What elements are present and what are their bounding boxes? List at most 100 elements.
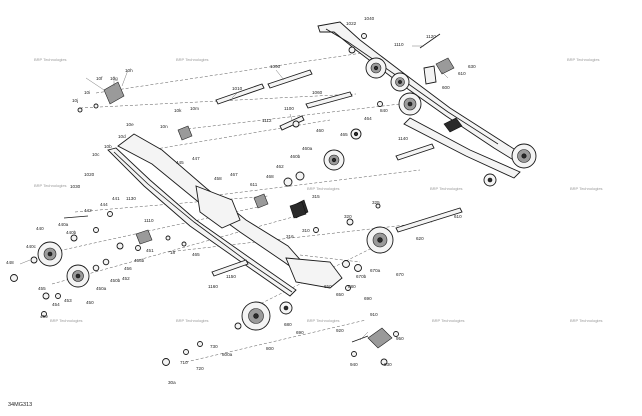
callout: 670b [356, 274, 367, 279]
washer-452 [102, 258, 110, 266]
washer-670b [342, 260, 350, 268]
washer-670a [354, 264, 362, 272]
washer-455 [42, 292, 50, 300]
bracket-600 [423, 65, 437, 85]
callout: 440 [36, 226, 44, 231]
callout: 610 [454, 214, 462, 219]
callout: 800a [222, 352, 233, 357]
shafts [63, 69, 463, 277]
bolt-316 [313, 227, 319, 233]
callout: 1112 [262, 118, 272, 123]
callout: 620 [416, 236, 424, 241]
bolt-465 [181, 241, 187, 247]
callout: 910 [370, 312, 378, 317]
callout: 710 [180, 360, 188, 365]
callout: 690 [296, 330, 304, 335]
callout: 10m [190, 106, 199, 111]
callout: 1010 [232, 86, 243, 91]
callout: 1160 [208, 284, 218, 289]
rail-wheel-large [398, 92, 422, 116]
nut-453 [55, 293, 61, 299]
callout: 690 [364, 296, 372, 301]
bolt-1120 [419, 33, 441, 49]
callout: 325 [372, 200, 380, 205]
callout: 450 [86, 300, 94, 305]
callout: 30a [168, 380, 176, 385]
callout: 610 [458, 71, 466, 76]
washer-462 [283, 177, 293, 187]
callout: 600 [442, 85, 450, 90]
callout: 1130 [126, 196, 136, 201]
callout: 1110 [394, 42, 404, 47]
rail-mount-bracket [195, 185, 241, 229]
callout: 1022 [346, 21, 357, 26]
wheel-465 [350, 128, 362, 140]
bolt-30a [162, 358, 170, 366]
wheels [37, 128, 394, 331]
callout: 10n [160, 124, 168, 129]
washer-442 [93, 227, 99, 233]
callout: 320 [344, 214, 352, 219]
bolt-10j [93, 103, 99, 109]
callout: 650 [336, 292, 344, 297]
bracket-910 [367, 327, 393, 349]
watermark: BRP Technologies [570, 186, 603, 191]
shaft-1010 [215, 83, 265, 105]
watermark: BRP Technologies [34, 57, 67, 62]
callout: 680 [284, 322, 292, 327]
rail-wheel-middle [390, 72, 410, 92]
callout: 440b [66, 230, 77, 235]
callout: 465 [340, 132, 348, 137]
callout: 468 [266, 174, 274, 179]
callout: 1110 [144, 218, 154, 223]
washer-459 [41, 311, 47, 317]
small-parts [10, 33, 399, 366]
block-611 [253, 193, 269, 209]
callout: 880 [348, 284, 356, 289]
callout: 630 [468, 64, 476, 69]
callout: 1100 [284, 106, 294, 111]
washer-1040 [361, 33, 367, 39]
callout: 1140 [398, 136, 408, 141]
callout: 670a [370, 268, 381, 273]
block-441 [135, 229, 153, 245]
callout: 950 [396, 336, 404, 341]
nut-448 [10, 274, 18, 282]
figure-code: 34MG313 [8, 402, 32, 408]
callout: 454 [52, 302, 60, 307]
callout: 452 [122, 276, 130, 281]
block-10k [177, 125, 193, 141]
washer-443 [30, 256, 38, 264]
shaft-1150 [211, 259, 249, 277]
callout: 462 [276, 164, 284, 169]
callout: 459 [40, 314, 48, 319]
watermark-layer: BRP Technologies BRP Technologies BRP Te… [34, 57, 603, 323]
wheel-440 [37, 241, 63, 267]
callout: 730 [210, 344, 218, 349]
bolt-950 [393, 331, 399, 337]
shaft-620 [395, 207, 463, 233]
callout: 800 [266, 346, 274, 351]
washer-450b [92, 264, 100, 272]
callout: 453 [64, 298, 72, 303]
rail-lower-strip [107, 147, 297, 297]
watermark: BRP Technologies [307, 318, 340, 323]
callout: 460 [316, 128, 324, 133]
bolt-650 [345, 285, 351, 291]
callout: 310 [302, 228, 310, 233]
watermark: BRP Technologies [176, 318, 209, 323]
bushing-1112 [292, 120, 300, 128]
callout-labels: 1022 1040 1110 1120 610 630 600 10f 10g … [6, 16, 476, 385]
watermark: BRP Technologies [307, 186, 340, 191]
callout: 840 [380, 108, 388, 113]
bolt-325 [375, 203, 381, 209]
upper-rail-assembly [317, 21, 537, 187]
callout: 10d [118, 134, 126, 139]
callout: 447 [192, 156, 200, 161]
callout: 440c [26, 244, 37, 249]
callout: 450a [96, 286, 107, 291]
bushing-456 [116, 242, 124, 250]
callout: 467 [230, 172, 238, 177]
watermark: BRP Technologies [50, 318, 83, 323]
rail-end-block [443, 117, 463, 133]
